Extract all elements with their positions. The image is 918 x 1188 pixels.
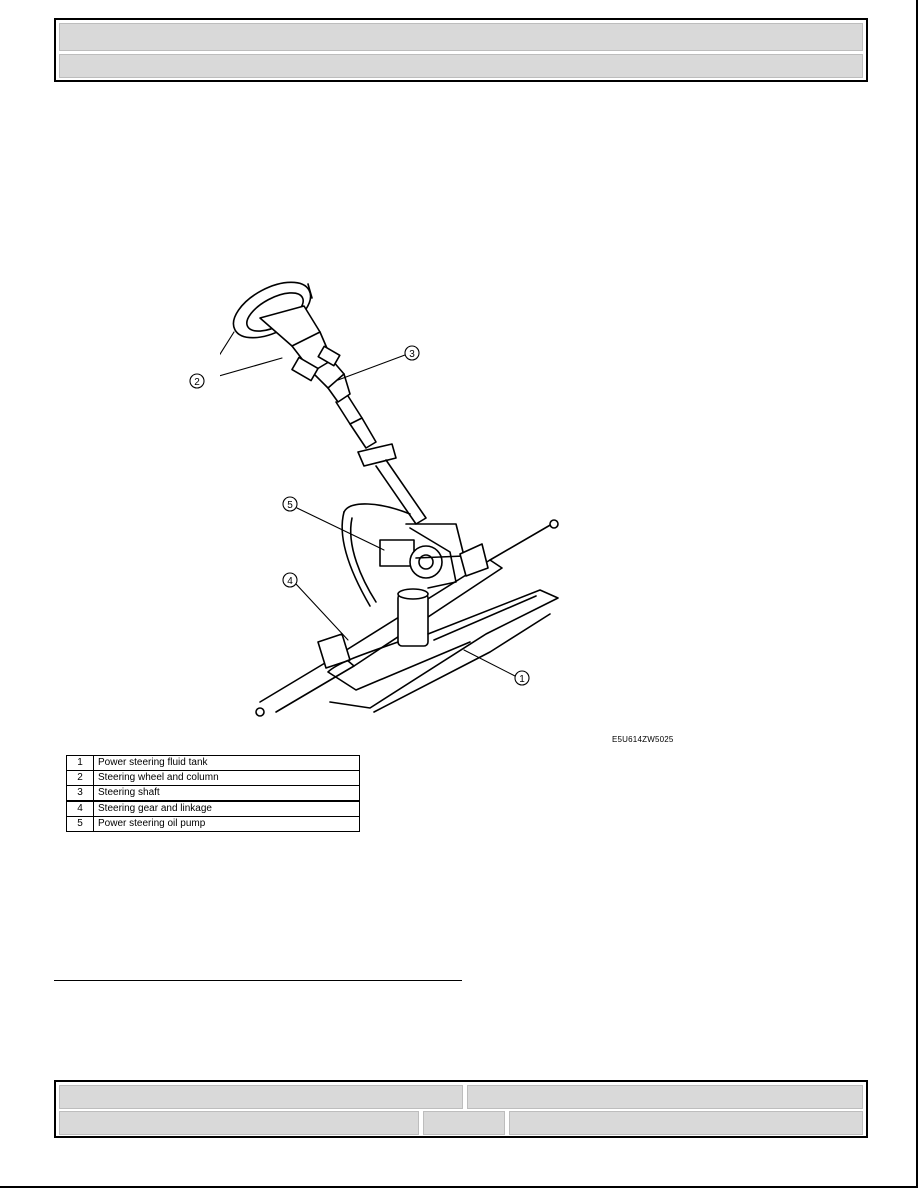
footer-cell-d bbox=[423, 1111, 505, 1135]
steering-column bbox=[291, 345, 427, 525]
oil-pump bbox=[341, 503, 465, 607]
footer-box bbox=[54, 1080, 868, 1138]
steering-wheel bbox=[232, 281, 333, 373]
legend-label: Steering shaft bbox=[93, 785, 360, 802]
steering-system-diagram: 1 3 4 5 bbox=[220, 262, 720, 747]
figure-code: E5U614ZW5025 bbox=[612, 735, 674, 744]
header-title bbox=[59, 23, 863, 51]
divider bbox=[54, 980, 462, 981]
legend-label: Power steering fluid tank bbox=[93, 755, 360, 771]
footer-cell-e bbox=[509, 1111, 863, 1135]
fluid-tank bbox=[327, 588, 559, 713]
legend-number: 3 bbox=[66, 785, 94, 802]
callout-5: 5 bbox=[287, 500, 293, 511]
legend-number: 1 bbox=[66, 755, 94, 771]
header-box bbox=[54, 18, 868, 82]
callout-3: 3 bbox=[409, 349, 415, 360]
footer-cell-b bbox=[467, 1085, 863, 1109]
callout-2: 2 bbox=[194, 377, 200, 388]
footer-cell-c bbox=[59, 1111, 419, 1135]
header-subtitle bbox=[59, 54, 863, 78]
legend-number: 4 bbox=[66, 800, 94, 817]
footer-cell-a bbox=[59, 1085, 463, 1109]
callout-1: 1 bbox=[519, 674, 525, 685]
callouts bbox=[220, 331, 530, 686]
callout-2-marker: 2 bbox=[189, 373, 205, 389]
legend-label: Steering gear and linkage bbox=[93, 800, 360, 817]
legend-label: Steering wheel and column bbox=[93, 770, 360, 786]
callout-4: 4 bbox=[287, 576, 293, 587]
legend-label: Power steering oil pump bbox=[93, 816, 360, 832]
legend-number: 2 bbox=[66, 770, 94, 786]
legend-number: 5 bbox=[66, 816, 94, 832]
